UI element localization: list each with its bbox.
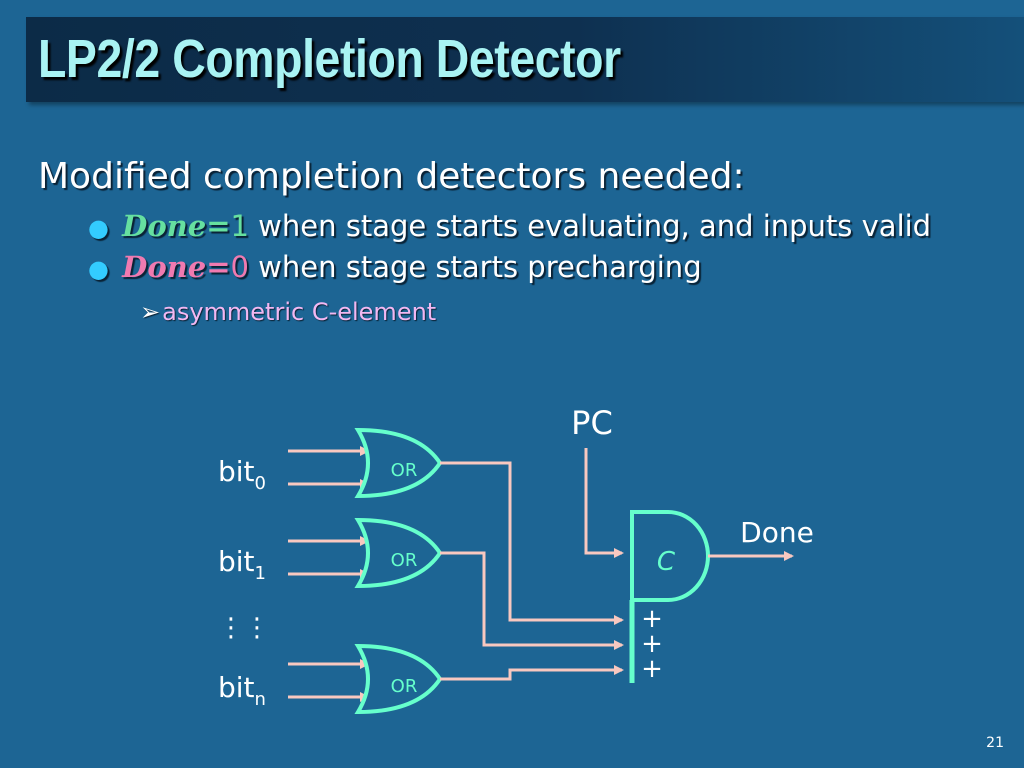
done-label: Done= [122, 209, 231, 243]
plus-marker: + [641, 654, 663, 684]
or-gate-label: OR [391, 676, 418, 697]
sub-bullet: ➢asymmetric C-element [140, 298, 436, 326]
plus-marker: + [641, 604, 663, 634]
bullet-item-done-zero: ● Done=0 when stage starts precharging [88, 250, 702, 284]
pc-wire [584, 448, 624, 558]
bit1-label: bit1 [218, 545, 266, 584]
bullet-dot-icon: ● [88, 214, 109, 242]
or-gate-1: OR [354, 517, 443, 589]
arrow-bullet-icon: ➢ [140, 298, 161, 326]
or-gate-n: OR [354, 643, 443, 715]
pc-label: PC [571, 404, 613, 442]
sub-bullet-text: asymmetric C-element [162, 298, 437, 326]
bit0-label: bit0 [218, 455, 266, 494]
c-element-label: C [657, 547, 676, 577]
plus-marker: + [641, 629, 663, 659]
bullet-dot-icon: ● [88, 255, 109, 283]
done-value: 1 [230, 209, 249, 243]
slide-title: LP2/2 Completion Detector [38, 29, 621, 89]
slide-number: 21 [986, 735, 1004, 751]
c-element: C + + + [629, 510, 710, 684]
bullet-item-done-one: ● Done=1 when stage starts evaluating, a… [88, 209, 931, 243]
or-gate-label: OR [391, 550, 418, 571]
title-bar [26, 17, 1024, 102]
or-gate-0: OR [354, 427, 443, 499]
done-value: 0 [230, 250, 249, 284]
or-output-wires [440, 461, 624, 681]
bitn-label: bitn [218, 671, 266, 710]
done-output-label: Done [740, 516, 814, 549]
bullet-heading: Modified completion detectors needed: [38, 156, 745, 197]
vertical-ellipsis: ⋮⋮ [218, 613, 270, 643]
bit1-input-wires [288, 536, 370, 579]
or-gate-label: OR [391, 460, 418, 481]
bit0-input-wires [288, 446, 370, 489]
done-label: Done= [122, 250, 231, 284]
bullet-text: when stage starts precharging [258, 250, 702, 284]
bitn-input-wires [288, 659, 370, 702]
bullet-text: when stage starts evaluating, and inputs… [258, 209, 932, 243]
